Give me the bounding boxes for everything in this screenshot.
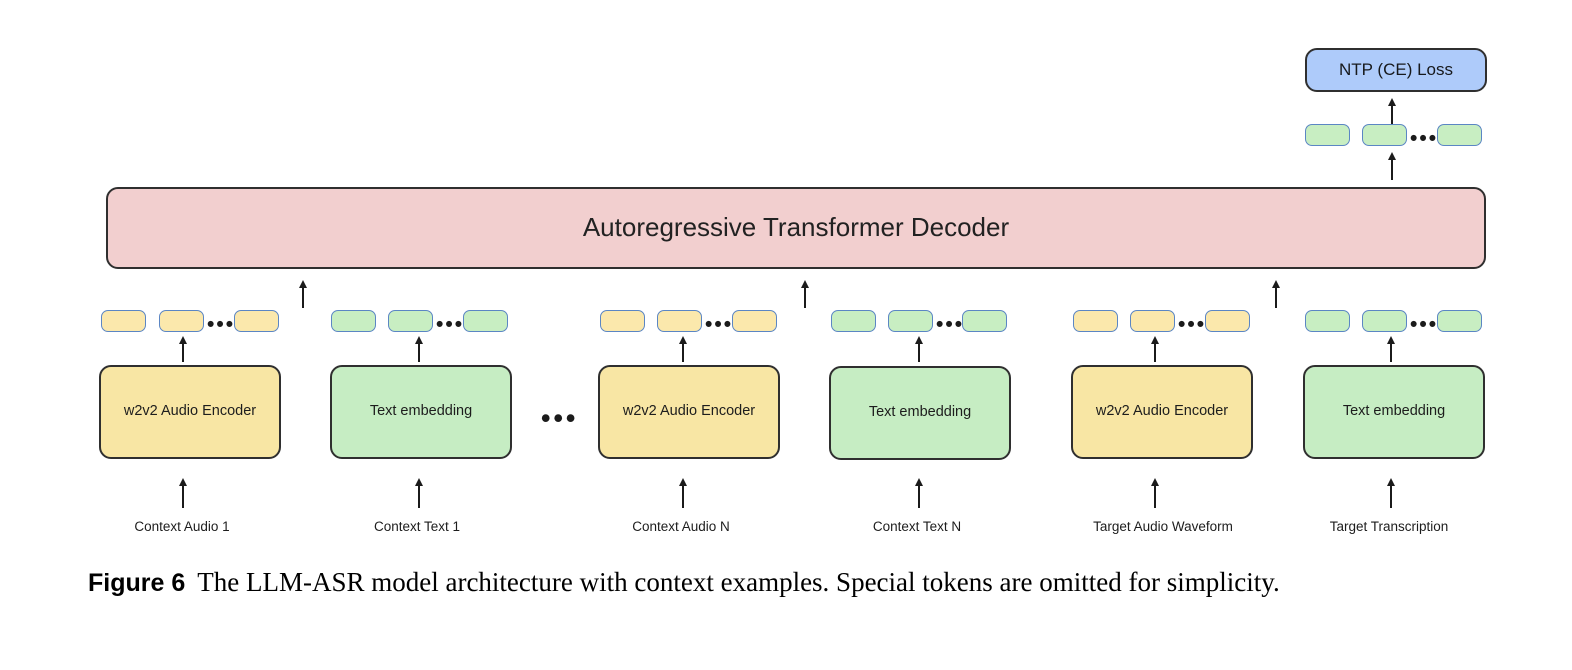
arrow-tokens-to-loss (1385, 98, 1398, 128)
arrow-transformer-to-tokens (1385, 152, 1398, 180)
column-group-ellipsis: ••• (541, 403, 579, 433)
arrow-target-audio-input-to-encoder (1148, 478, 1161, 508)
context-text-n-token-2 (888, 310, 933, 332)
arrow-context-audio-n-input-to-encoder (676, 478, 689, 508)
context-audio-1-encoder-label: w2v2 Audio Encoder (123, 403, 257, 420)
context-audio-n-encoder-label: w2v2 Audio Encoder (622, 403, 756, 420)
output-token-3 (1437, 124, 1482, 146)
autoregressive-transformer-decoder-box: Autoregressive Transformer Decoder (106, 187, 1486, 269)
target-audio-token-1 (1073, 310, 1118, 332)
arrow-target-text-encoder-to-tokens (1384, 336, 1397, 362)
arrow-context-audio-1-input-to-encoder (176, 478, 189, 508)
context-text-1-encoder-box: Text embedding (330, 365, 512, 459)
ntp-ce-loss-label: NTP (CE) Loss (1339, 59, 1453, 79)
context-audio-1-encoder-box: w2v2 Audio Encoder (99, 365, 281, 459)
context-audio-1-token-1 (101, 310, 146, 332)
arrow-into-transformer-2 (798, 280, 811, 308)
transformer-label: Autoregressive Transformer Decoder (582, 212, 1010, 243)
output-token-1 (1305, 124, 1350, 146)
target-text-encoder-box: Text embedding (1303, 365, 1485, 459)
arrow-target-audio-encoder-to-tokens (1148, 336, 1161, 362)
context-audio-1-input-label: Context Audio 1 (134, 519, 230, 534)
output-token-2 (1362, 124, 1407, 146)
figure-caption: Figure 6 The LLM-ASR model architecture w… (88, 567, 1488, 598)
arrow-context-text-n-input-to-encoder (912, 478, 925, 508)
context-text-n-token-1 (831, 310, 876, 332)
target-text-token-ellipsis: ••• (1410, 313, 1439, 336)
arrow-into-transformer-1 (296, 280, 309, 308)
context-audio-n-token-3 (732, 310, 777, 332)
arrow-context-text-1-encoder-to-tokens (412, 336, 425, 362)
arrow-context-audio-1-encoder-to-tokens (176, 336, 189, 362)
output-token-ellipsis: ••• (1410, 127, 1439, 150)
target-text-token-2 (1362, 310, 1407, 332)
arrow-context-audio-n-encoder-to-tokens (676, 336, 689, 362)
arrow-target-text-input-to-encoder (1384, 478, 1397, 508)
target-text-token-1 (1305, 310, 1350, 332)
context-audio-n-token-ellipsis: ••• (705, 313, 734, 336)
target-audio-token-2 (1130, 310, 1175, 332)
ntp-ce-loss-box: NTP (CE) Loss (1305, 48, 1487, 92)
arrow-context-text-n-encoder-to-tokens (912, 336, 925, 362)
target-audio-token-ellipsis: ••• (1178, 313, 1207, 336)
context-audio-n-token-2 (657, 310, 702, 332)
context-audio-n-input-label: Context Audio N (632, 519, 730, 534)
context-text-n-input-label: Context Text N (872, 519, 962, 534)
context-text-1-token-2 (388, 310, 433, 332)
context-text-1-token-ellipsis: ••• (436, 313, 465, 336)
context-audio-1-token-3 (234, 310, 279, 332)
context-text-n-token-3 (962, 310, 1007, 332)
target-text-token-3 (1437, 310, 1482, 332)
context-text-n-encoder-label: Text embedding (868, 404, 972, 421)
figure-caption-text: The LLM-ASR model architecture with cont… (197, 567, 1280, 597)
target-text-encoder-label: Text embedding (1342, 403, 1446, 420)
arrow-into-transformer-3 (1269, 280, 1282, 308)
context-text-1-token-3 (463, 310, 508, 332)
context-text-n-token-ellipsis: ••• (936, 313, 965, 336)
context-audio-1-token-ellipsis: ••• (207, 313, 236, 336)
target-audio-encoder-label: w2v2 Audio Encoder (1095, 403, 1229, 420)
target-audio-encoder-box: w2v2 Audio Encoder (1071, 365, 1253, 459)
target-text-input-label: Target Transcription (1329, 519, 1449, 534)
figure-number-label: Figure 6 (88, 569, 186, 597)
context-text-1-input-label: Context Text 1 (373, 519, 461, 534)
target-audio-token-3 (1205, 310, 1250, 332)
target-audio-input-label: Target Audio Waveform (1093, 519, 1233, 534)
arrow-context-text-1-input-to-encoder (412, 478, 425, 508)
context-audio-n-encoder-box: w2v2 Audio Encoder (598, 365, 780, 459)
context-text-n-encoder-box: Text embedding (829, 366, 1011, 460)
context-text-1-token-1 (331, 310, 376, 332)
context-audio-n-token-1 (600, 310, 645, 332)
context-text-1-encoder-label: Text embedding (369, 403, 473, 420)
context-audio-1-token-2 (159, 310, 204, 332)
